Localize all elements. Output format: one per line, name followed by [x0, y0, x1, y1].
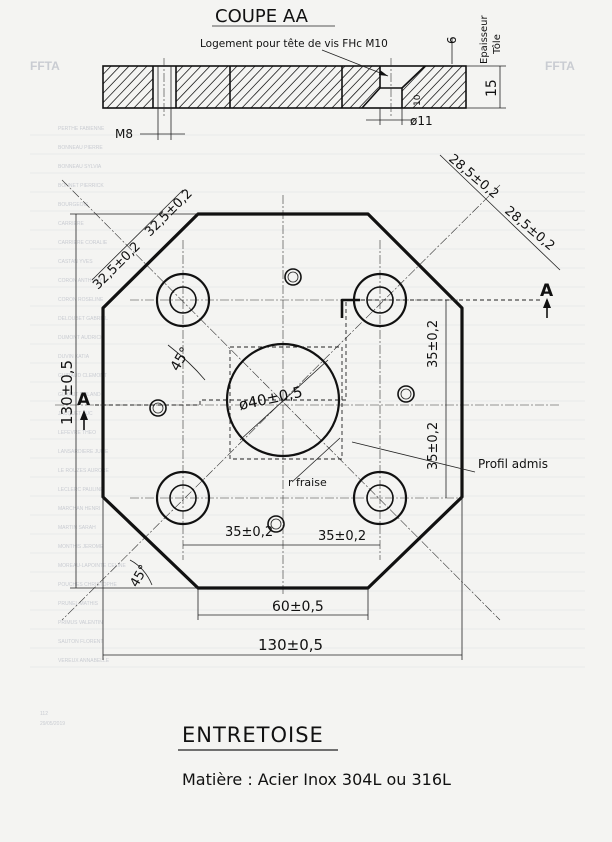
ghost-row-name: PERTHE FABIENNE	[58, 126, 105, 132]
dim-width-130: 130±0,5	[258, 636, 323, 654]
ghost-row-name: DUVIN KATIA	[58, 354, 90, 360]
ghost-row-name: LEFEVRE THEO	[58, 430, 96, 436]
ghost-row-name: JACQUET LUC	[58, 411, 93, 417]
dim-height-130: 130±0,5	[58, 360, 76, 425]
through-depth: 10	[413, 94, 423, 106]
ghost-row-name: SAUTON FLORENT	[58, 639, 103, 645]
ghost-row-name: CARRIERE	[58, 221, 85, 227]
section-marker-right: A	[540, 281, 554, 301]
dim-35-right-top: 35±0,2	[426, 320, 441, 368]
material-spec: Matière : Acier Inox 304L ou 316L	[182, 770, 451, 789]
section-hatching	[103, 66, 466, 108]
dim-flat-60: 60±0,5	[272, 599, 324, 615]
ghost-logo: FFTA	[30, 59, 60, 73]
thickness-dimension: 15	[484, 79, 500, 97]
ghost-logo-right: FFTA	[545, 59, 575, 73]
ghost-row-name: DELOUBET GABRIEL	[58, 316, 108, 322]
dim-35-bottom-left: 35±0,2	[225, 525, 273, 540]
central-bore	[225, 342, 341, 458]
background-show-through: FFTA FFTA PERTHE FABIENNE BONNEAU PIERRE B…	[30, 59, 585, 727]
dim-28-5-upper: 28,5±0,2	[445, 152, 501, 202]
ghost-row-name: DUMONT AUDRICK	[58, 335, 104, 341]
ghost-row-name: GUIRAUD CLEMONT	[58, 373, 107, 379]
angle-45-inner: 45°	[168, 344, 194, 374]
tapped-holes	[149, 268, 415, 533]
dim-bore-40: ø40±0,5	[237, 383, 304, 414]
countersink-profile	[379, 66, 403, 108]
ghost-rows: PERTHE FABIENNE BONNEAU PIERRE BONNEAU SYL…	[30, 126, 585, 668]
section-title: COUPE AA	[215, 6, 309, 27]
ghost-row-name: LECLERC PAULINE	[58, 487, 104, 493]
cutter-radius-label: r fraise	[288, 476, 327, 489]
ghost-row-name: BONNET PIERRICK	[58, 183, 104, 189]
thread-size: M8	[115, 127, 133, 141]
allowed-profile-label: Profil admis	[478, 457, 548, 471]
ghost-row-name: POUCHES CHRISTOPHE	[58, 582, 117, 588]
ghost-row-name: BOURGEOIS	[58, 202, 89, 208]
section-view: COUPE AA Logement pour tête de vis FHc M…	[102, 6, 506, 141]
ghost-row-name: BONNEAU SYLVIA	[58, 164, 102, 170]
part-title: ENTRETOISE	[182, 723, 324, 747]
ghost-row-name: PRIMUS VALENTIN	[58, 620, 103, 626]
section-marker-left: A	[77, 390, 91, 410]
ghost-row-name: VEREUX ANNABELLE	[58, 658, 110, 664]
ghost-row-name: MOREAU-LAPOINTE CELINE	[58, 563, 126, 569]
thickness-label-2: Tôle	[491, 34, 503, 55]
ghost-row-name: LE ROUZES AURORE	[58, 468, 110, 474]
section-path	[95, 299, 540, 406]
dim-32-5-inner: 32,5±0,2	[142, 186, 195, 239]
hole-diameter: ø11	[410, 114, 433, 128]
plan-view: 130±0,5 130±0,5 60±0,5 35±0,2 35±0,2 35±…	[55, 152, 561, 660]
ghost-row-name: PRUNEL MATHIS	[58, 601, 99, 607]
dim-35-bottom-right: 35±0,2	[318, 529, 366, 544]
ghost-page-number: 112	[40, 711, 48, 717]
counterbored-holes	[155, 272, 408, 526]
ghost-row-name: BONNEAU PIERRE	[58, 145, 103, 151]
ghost-row-name: CORON ROSELINE	[58, 297, 104, 303]
ghost-row-name: GUYAUT ROLAND	[58, 392, 101, 398]
dim-35-right-bottom: 35±0,2	[426, 422, 441, 470]
counterbore-callout: Logement pour tête de vis FHc M10	[200, 38, 388, 50]
section-outline	[102, 65, 467, 109]
ghost-row-name: MARCHAN HENRI	[58, 506, 100, 512]
ghost-row-name: CORON ANTHONY	[58, 278, 103, 284]
ghost-row-name: LANSARDIERE JULIE	[58, 449, 109, 455]
ghost-row-name: CARRIERE CORALIE	[58, 240, 108, 246]
counterbore-depth: 6	[445, 36, 459, 44]
thickness-label-1: Epaisseur	[479, 15, 490, 64]
dim-32-5-outer: 32,5±0,2	[90, 239, 143, 292]
relief-square	[229, 346, 343, 460]
ghost-row-name: MARTIN SARAH	[58, 525, 96, 531]
angle-45-outer: 45°	[127, 563, 152, 590]
ghost-date: 29/05/2019	[40, 721, 65, 727]
title-block: ENTRETOISE Matière : Acier Inox 304L ou …	[178, 723, 451, 789]
ghost-row-name: MONTHIS JEROME	[58, 544, 104, 550]
